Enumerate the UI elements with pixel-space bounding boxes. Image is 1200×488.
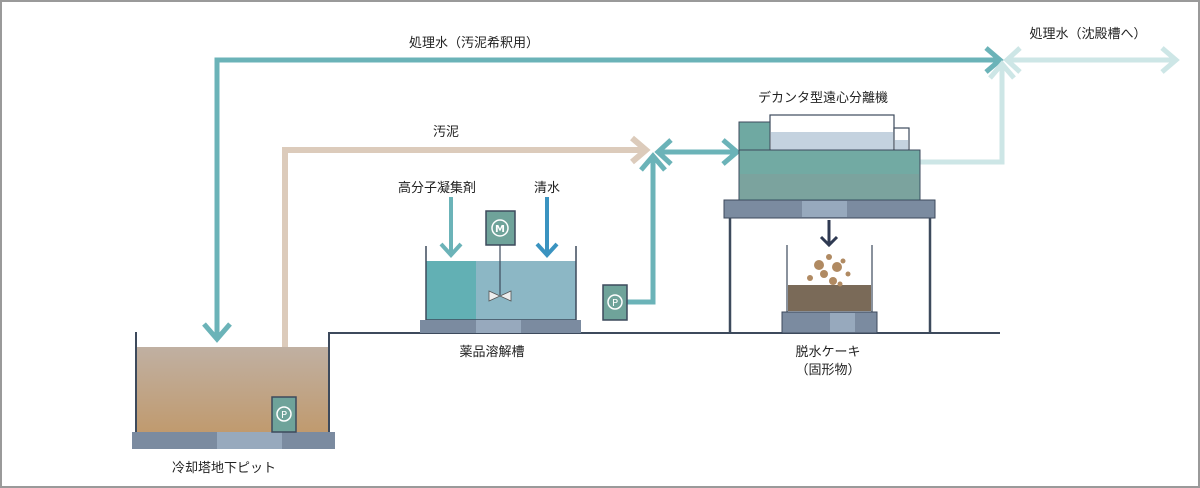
chemical-tank: M [420,197,581,333]
feed-pump: P [602,284,628,321]
label-treated-water-dilution: 処理水（汚泥希釈用） [408,36,540,51]
label-chemical-tank: 薬品溶解槽 [459,345,525,360]
label-decanter: デカンタ型遠心分離機 [757,91,889,106]
label-treated-water-settling: 処理水（沈殿槽へ） [1029,27,1147,42]
pit-pump: P [271,396,297,433]
label-fresh-water: 清水 [533,181,561,196]
label-dewatered-cake: 脱水ケーキ [795,345,861,360]
label-solids: （固形物） [795,363,861,378]
sludge-line [282,135,651,398]
svg-text:P: P [612,298,618,309]
cooling-pit: P [132,332,335,449]
flocculant-arrow [439,197,463,258]
svg-text:M: M [495,224,505,235]
treated-water-out-line [920,46,1180,165]
label-sludge: 汚泥 [432,125,460,140]
cake-drop-arrow [819,220,839,248]
decanter-centrifuge [723,114,936,333]
motor: M [485,210,516,246]
svg-text:P: P [281,410,287,421]
treated-water-dilution-line [202,46,1004,343]
cake-container [781,245,878,334]
label-polymer-flocculant: 高分子凝集剤 [397,181,477,196]
feed-line [627,138,741,305]
label-cooling-pit: 冷却塔地下ピット [171,461,277,476]
fresh-water-arrow [535,197,559,258]
